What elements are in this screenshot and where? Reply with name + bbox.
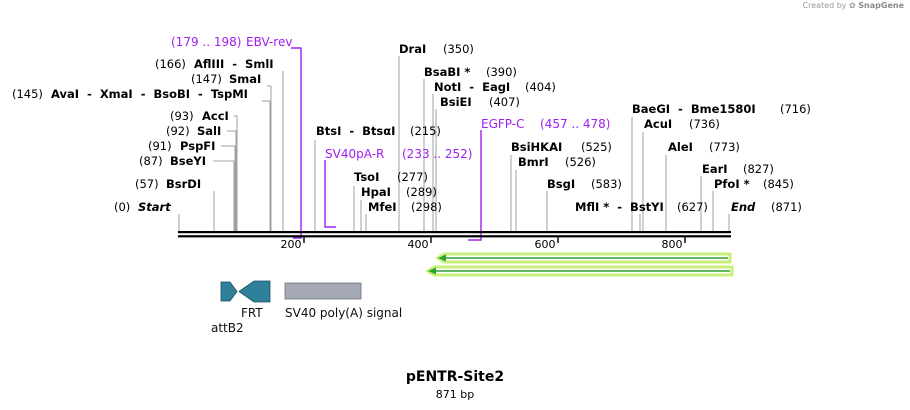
credit-brand: SnapGene: [858, 1, 904, 10]
orf-2-arrowhead-icon: [428, 267, 436, 275]
ruler-label-400: 400: [408, 238, 429, 251]
site-pos-sali: (92): [166, 124, 190, 138]
site-pos-bsihkai: (525): [581, 140, 612, 154]
ruler: 200 400 600 800: [281, 237, 686, 251]
site-name-noti: NotI - EagI: [434, 80, 510, 94]
site-pos-acui: (736): [689, 117, 720, 131]
site-pos-end: (871): [771, 200, 802, 214]
site-pos-pspfi: (91): [148, 139, 172, 153]
site-name-bsgi: BsgI: [547, 177, 575, 191]
site-pos-bsrdi: (57): [135, 177, 159, 191]
primer-ebv-rev-marker: [291, 47, 302, 239]
site-pos-btsi: (215): [410, 124, 441, 138]
site-pos-smai: (147): [191, 72, 222, 86]
snapgene-credit: Created by ✿ SnapGene: [802, 1, 904, 10]
site-name-drai: DraI: [399, 42, 426, 56]
site-pos-hpai: (289): [406, 185, 437, 199]
primer-sv40pa-r-marker: [324, 160, 336, 228]
site-name-pfoi: PfoI *: [714, 177, 750, 191]
site-pos-tsoi: (277): [397, 170, 428, 184]
primer-ebv-rev-name: EBV-rev: [246, 35, 292, 49]
map-title: pENTR-Site2: [405, 369, 505, 385]
site-pos-baegi: (716): [780, 102, 811, 116]
credit-prefix: Created by: [802, 1, 847, 10]
site-name-sali: SalI: [197, 124, 221, 138]
site-pos-drai: (350): [443, 42, 474, 56]
primer-labels: (179 .. 198) EBV-rev SV40pA-R (233 .. 25…: [171, 35, 610, 161]
site-pos-eari: (827): [743, 162, 774, 176]
map-subtitle: 871 bp: [435, 388, 475, 401]
site-pos-bmri: (526): [565, 155, 596, 169]
backbone-top-strand: [178, 231, 731, 234]
site-name-alei: AleI: [668, 140, 693, 154]
ruler-label-200: 200: [281, 238, 302, 251]
site-pos-bsiei: (407): [489, 95, 520, 109]
feature-label-frt: FRT: [241, 306, 263, 320]
orf-1-arrowhead-icon: [438, 254, 446, 262]
site-name-bsrdi: BsrDI: [166, 177, 201, 191]
site-pos-start: (0): [114, 200, 130, 214]
site-labels-right: BtsI - BtsαI (215) TsoI (277) HpaI (289)…: [316, 42, 811, 214]
site-pos-mfei: (298): [411, 200, 442, 214]
site-name-bmri: BmrI: [518, 155, 549, 169]
orf-1-glow: [435, 252, 732, 264]
site-pos-pfoi: (845): [763, 177, 794, 191]
site-name-end: End: [731, 200, 756, 214]
ruler-label-600: 600: [535, 238, 556, 251]
attb2-feature-arrow-icon: [220, 281, 238, 302]
sv40-polya-feature-box: [284, 282, 362, 300]
site-name-aflIII: AflIII - SmlI: [194, 57, 274, 71]
site-pos-bsgi: (583): [591, 177, 622, 191]
site-name-bsiei: BsiEI: [440, 95, 472, 109]
site-name-bsabi: BsaBI *: [424, 65, 470, 79]
site-name-bseyi: BseYI: [170, 154, 206, 168]
site-pos-alei: (773): [709, 140, 740, 154]
site-name-acui: AcuI: [644, 117, 672, 131]
site-name-mfei: MfeI: [368, 200, 397, 214]
site-name-eari: EarI: [702, 162, 728, 176]
site-pos-noti: (404): [525, 80, 556, 94]
primer-sv40pa-r-name: SV40pA-R: [325, 147, 384, 161]
ruler-label-800: 800: [662, 238, 683, 251]
features: attB2 FRT SV40 poly(A) signal: [211, 280, 402, 335]
primer-sv40pa-r-range: (233 .. 252): [402, 147, 472, 161]
orf-2-glow: [425, 265, 734, 277]
site-name-pspfi: PspFI: [180, 139, 215, 153]
backbone-bottom-strand: [178, 235, 731, 238]
primer-egfp-c-name: EGFP-C: [481, 117, 524, 131]
site-name-bsihkai: BsiHKAI: [511, 140, 562, 154]
primer-egfp-c-marker: [468, 130, 482, 241]
site-pos-mfli: (627): [677, 200, 708, 214]
site-leader-lines: [178, 56, 730, 231]
site-pos-aflIII: (166): [155, 57, 186, 71]
primer-markers: [291, 47, 482, 241]
site-pos-bseyi: (87): [139, 154, 163, 168]
site-name-acci: AccI: [202, 109, 229, 123]
feature-label-sv40-polya: SV40 poly(A) signal: [285, 306, 402, 320]
site-pos-avai: (145): [12, 87, 43, 101]
site-name-avai: AvaI - XmaI - BsoBI - TspMI: [51, 87, 248, 101]
primer-ebv-rev-range: (179 .. 198): [171, 35, 241, 49]
site-name-smai: SmaI: [229, 72, 261, 86]
site-name-tsoi: TsoI: [354, 170, 379, 184]
site-name-hpai: HpaI: [361, 185, 391, 199]
site-name-mfli: MflI * - BstYI: [575, 200, 664, 214]
site-name-btsi: BtsI - BtsαI: [316, 124, 395, 138]
site-labels-left: (0) Start (57) BsrDI (87) BseYI (91) Psp…: [12, 57, 274, 214]
site-pos-bsabi: (390): [486, 65, 517, 79]
site-name-baegi: BaeGI - Bme1580I: [632, 102, 756, 116]
feature-label-attb2: attB2: [211, 321, 244, 335]
snapgene-logo-icon: ✿: [849, 1, 856, 10]
site-name-start: Start: [138, 200, 171, 214]
primer-egfp-c-range: (457 .. 478): [540, 117, 610, 131]
orf-arrows: [425, 252, 734, 277]
site-pos-acci: (93): [170, 109, 194, 123]
frt-feature-arrow-icon: [238, 280, 271, 303]
